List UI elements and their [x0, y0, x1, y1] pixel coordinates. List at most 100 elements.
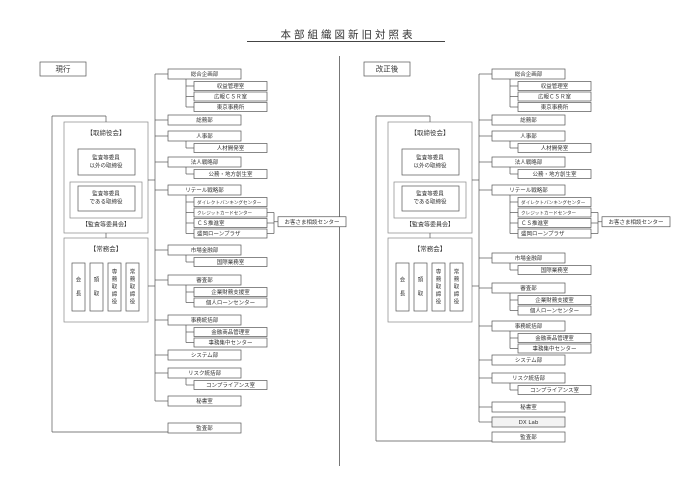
non-audit-directors-label: 監査等委員	[416, 154, 444, 162]
executive-member-box	[89, 262, 104, 312]
executive-member-char: 締	[112, 290, 118, 298]
executive-member-char: 専	[436, 268, 442, 276]
audit-directors-box	[401, 185, 460, 212]
sub-unit-label: 国際業務室	[217, 258, 245, 266]
sub-unit-box	[193, 169, 268, 179]
department-label: 総合企画部	[515, 70, 543, 78]
executive-member-char: 務	[436, 275, 442, 283]
sub-unit-box	[517, 197, 592, 207]
center-divider	[339, 56, 340, 466]
non-audit-directors-box	[77, 148, 136, 176]
sub-unit-box	[193, 102, 268, 112]
department-label: 法人戦略部	[515, 158, 543, 166]
executive-member-char: 締	[454, 290, 460, 298]
sub-unit-label: 個人ローンセンター	[530, 307, 579, 315]
panel-label: 改正後	[376, 64, 399, 74]
sub-unit-label: 東京事務所	[541, 103, 569, 111]
sub-unit-label: 事務集中センター	[532, 345, 576, 353]
executive-member-char: 常	[130, 268, 136, 276]
department-box	[167, 130, 242, 142]
sub-unit-label: 企業財務支援室	[535, 296, 574, 304]
department-label: 監査部	[520, 433, 537, 441]
sub-unit-label: クレジットカードセンター	[521, 210, 577, 217]
department-box	[491, 320, 566, 332]
department-label: システム部	[191, 351, 219, 359]
executive-member-box	[125, 262, 140, 312]
title-underline	[247, 41, 445, 42]
department-box	[491, 282, 566, 294]
executive-member-char: 取	[454, 284, 460, 291]
non-audit-directors-label: 以外の取締役	[89, 162, 123, 170]
department-label: 審査部	[520, 284, 537, 292]
department-label: 市場金融部	[515, 254, 543, 262]
sub-unit-box	[193, 197, 268, 207]
executive-member-char: 務	[454, 275, 460, 283]
department-box	[167, 314, 242, 326]
sub-unit-label: 事務集中センター	[208, 339, 252, 347]
executive-member-char: 会	[400, 276, 406, 284]
department-label: リテール戦略部	[185, 186, 224, 194]
executive-member-char: 取	[94, 291, 100, 298]
sub-unit-label: 収益管理室	[217, 82, 245, 90]
sub-unit-label: コンプライアンス室	[530, 386, 580, 394]
department-box	[167, 184, 242, 196]
department-label: 秘書室	[520, 403, 537, 411]
department-label: リスク統括部	[512, 374, 546, 382]
sub-unit-label: 公務・地方創生室	[532, 170, 577, 178]
audit-directors-label: である取締役	[414, 198, 447, 206]
sub-unit-box	[517, 343, 592, 354]
sub-unit-label: ダイレクトバンキングセンター	[521, 199, 586, 206]
executive-member-char: 会	[76, 276, 82, 284]
executive-member-char: 役	[454, 298, 460, 306]
sub-unit-label: 国際業務室	[541, 266, 569, 274]
executive-member-char: 役	[130, 298, 136, 306]
non-audit-directors-label: 監査等委員	[92, 154, 120, 162]
department-label: 総務部	[196, 116, 213, 124]
sub-unit-box	[517, 385, 592, 395]
page-title: 本部組織図新旧対照表	[280, 29, 416, 41]
department-box	[491, 130, 566, 142]
executive-member-box	[395, 262, 410, 312]
department-label: 人事部	[520, 132, 537, 140]
department-label: 審査部	[196, 276, 213, 284]
sub-unit-label: 公務・地方創生室	[208, 170, 253, 178]
executive-member-box	[431, 262, 446, 312]
non-audit-directors-label: 以外の取締役	[413, 162, 447, 170]
department-box	[167, 422, 242, 434]
executive-member-box	[71, 262, 86, 312]
department-label: 法人戦略部	[191, 158, 219, 166]
board-title: 【取締役会】	[411, 128, 450, 137]
sub-unit-label: 東京事務所	[217, 103, 245, 111]
executive-member-char: 長	[400, 291, 406, 298]
executive-member-char: 長	[76, 291, 82, 298]
executive-member-char: 務	[130, 275, 136, 283]
sub-unit-box	[517, 102, 592, 112]
department-box	[167, 156, 242, 168]
sub-unit-box	[193, 297, 268, 308]
department-box	[167, 68, 242, 80]
audit-directors-label: 監査等委員	[92, 190, 120, 198]
sub-unit-box	[517, 143, 592, 153]
sub-unit-label: ダイレクトバンキングセンター	[197, 199, 262, 206]
department-label: 監査部	[196, 424, 213, 432]
panel-label: 現行	[56, 64, 71, 74]
department-label: 秘書室	[196, 397, 213, 405]
sub-unit-label: 企業財務支援室	[211, 288, 250, 296]
executive-member-box	[449, 262, 464, 312]
department-box	[491, 156, 566, 168]
consultation-center-label: お客さま相談センター	[608, 218, 663, 226]
department-box	[167, 114, 242, 126]
sub-unit-box	[193, 327, 268, 337]
executive-member-box	[107, 262, 122, 312]
department-label: リスク統括部	[188, 369, 222, 377]
sub-unit-box	[517, 81, 592, 91]
sub-unit-box	[193, 337, 268, 348]
department-box	[167, 367, 242, 379]
department-box	[167, 244, 242, 256]
sub-unit-label: ＣＳ推進室	[521, 219, 549, 227]
non-audit-directors-box	[401, 148, 460, 176]
department-box	[491, 431, 566, 443]
executive-committee-title: 【常務会】	[414, 244, 447, 253]
department-label: 事務統括部	[515, 322, 543, 330]
